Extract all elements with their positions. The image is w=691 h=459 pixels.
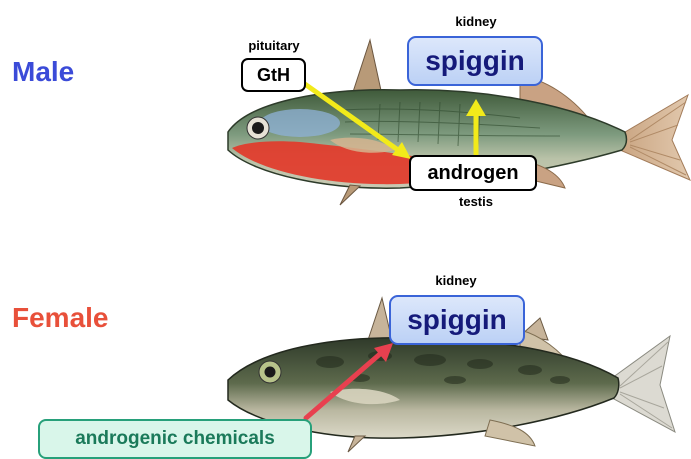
female-spiggin-box: spiggin (389, 295, 525, 345)
female-label: Female (12, 302, 109, 334)
testis-label: testis (446, 194, 506, 209)
male-label: Male (12, 56, 74, 88)
androgenic-chemicals-box: androgenic chemicals (38, 419, 312, 459)
gth-box: GtH (241, 58, 306, 92)
male-kidney-label: kidney (446, 14, 506, 29)
androgen-box: androgen (409, 155, 537, 191)
female-kidney-label: kidney (426, 273, 486, 288)
pituitary-label: pituitary (230, 38, 318, 53)
male-spiggin-box: spiggin (407, 36, 543, 86)
